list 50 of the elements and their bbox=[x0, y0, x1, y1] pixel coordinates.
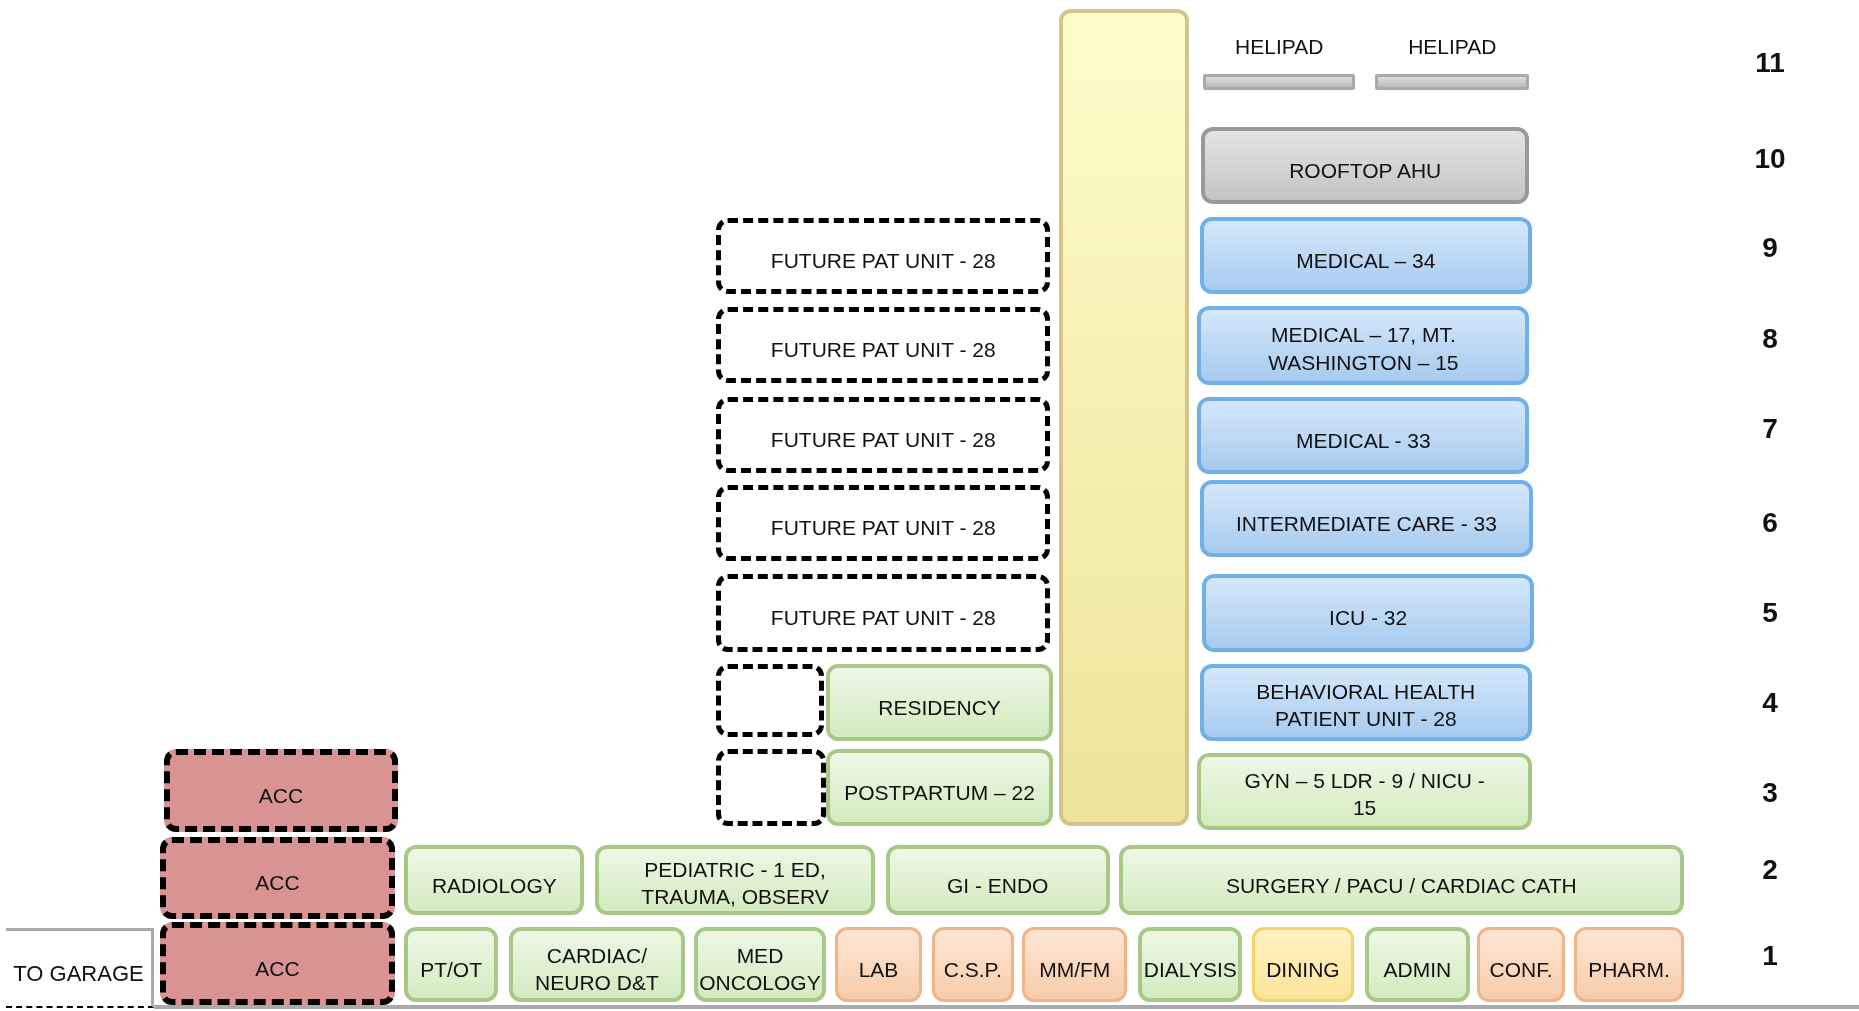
department-block: GI - ENDO bbox=[885, 845, 1110, 916]
elevator-core-tower bbox=[1058, 9, 1190, 827]
garage-link-box: TO GARAGE bbox=[5, 928, 155, 1008]
department-block: POSTPARTUM – 22 bbox=[826, 749, 1053, 827]
floor-number: 2 bbox=[1761, 854, 1779, 887]
department-block: CARDIAC/ NEURO D&T bbox=[508, 927, 686, 1002]
future-unit-block: FUTURE PAT UNIT - 28 bbox=[716, 397, 1051, 474]
department-block: LAB bbox=[834, 927, 923, 1002]
department-block: C.S.P. bbox=[931, 927, 1014, 1002]
floor-number: 9 bbox=[1761, 231, 1779, 264]
department-block: RESIDENCY bbox=[826, 663, 1053, 741]
department-block: DIALYSIS bbox=[1138, 927, 1243, 1002]
acc-block: ACC bbox=[160, 837, 395, 919]
department-block: PT/OT bbox=[404, 927, 498, 1002]
future-unit-block: FUTURE PAT UNIT - 28 bbox=[716, 218, 1051, 294]
department-block: RADIOLOGY bbox=[404, 845, 585, 916]
department-block: ADMIN bbox=[1364, 927, 1471, 1002]
floor-unit-block: MEDICAL – 17, MT. WASHINGTON – 15 bbox=[1197, 305, 1530, 386]
floor-unit-block: INTERMEDIATE CARE - 33 bbox=[1199, 480, 1533, 558]
department-block: PHARM. bbox=[1574, 927, 1684, 1002]
department-block: DINING bbox=[1251, 927, 1354, 1002]
floor-unit-block: MEDICAL - 33 bbox=[1197, 397, 1530, 475]
floor-number: 7 bbox=[1761, 413, 1779, 446]
floor-unit-block: ICU - 32 bbox=[1202, 573, 1535, 653]
department-block: GYN – 5 LDR - 9 / NICU - 15 bbox=[1197, 752, 1532, 830]
floor-number: 4 bbox=[1761, 687, 1779, 720]
floor-number: 5 bbox=[1761, 597, 1779, 630]
future-unit-block: FUTURE PAT UNIT - 28 bbox=[716, 573, 1051, 653]
floor-number: 8 bbox=[1761, 323, 1779, 356]
rooftop-block: ROOFTOP AHU bbox=[1201, 126, 1530, 204]
floor-unit-block: MEDICAL – 34 bbox=[1199, 216, 1532, 294]
floor-number: 1 bbox=[1761, 939, 1779, 972]
department-block: MED ONCOLOGY bbox=[693, 927, 827, 1002]
acc-block: ACC bbox=[163, 749, 399, 833]
future-unit-block bbox=[716, 663, 824, 738]
future-unit-block bbox=[716, 749, 827, 827]
helipad-label: HELIPAD bbox=[1235, 34, 1324, 61]
department-block: MM/FM bbox=[1021, 927, 1128, 1002]
department-block: PEDIATRIC - 1 ED, TRAUMA, OBSERV bbox=[595, 845, 875, 916]
helipad-label: HELIPAD bbox=[1408, 34, 1497, 61]
department-block: SURGERY / PACU / CARDIAC CATH bbox=[1119, 845, 1684, 916]
floor-unit-block: BEHAVIORAL HEALTH PATIENT UNIT - 28 bbox=[1199, 663, 1532, 741]
floor-number: 10 bbox=[1753, 143, 1787, 176]
floor-number: 11 bbox=[1754, 47, 1786, 79]
future-unit-block: FUTURE PAT UNIT - 28 bbox=[716, 484, 1051, 561]
acc-block: ACC bbox=[160, 922, 395, 1006]
floor-number: 3 bbox=[1761, 777, 1779, 810]
department-block: CONF. bbox=[1477, 927, 1565, 1002]
future-unit-block: FUTURE PAT UNIT - 28 bbox=[716, 307, 1051, 383]
floor-number: 6 bbox=[1761, 507, 1779, 539]
